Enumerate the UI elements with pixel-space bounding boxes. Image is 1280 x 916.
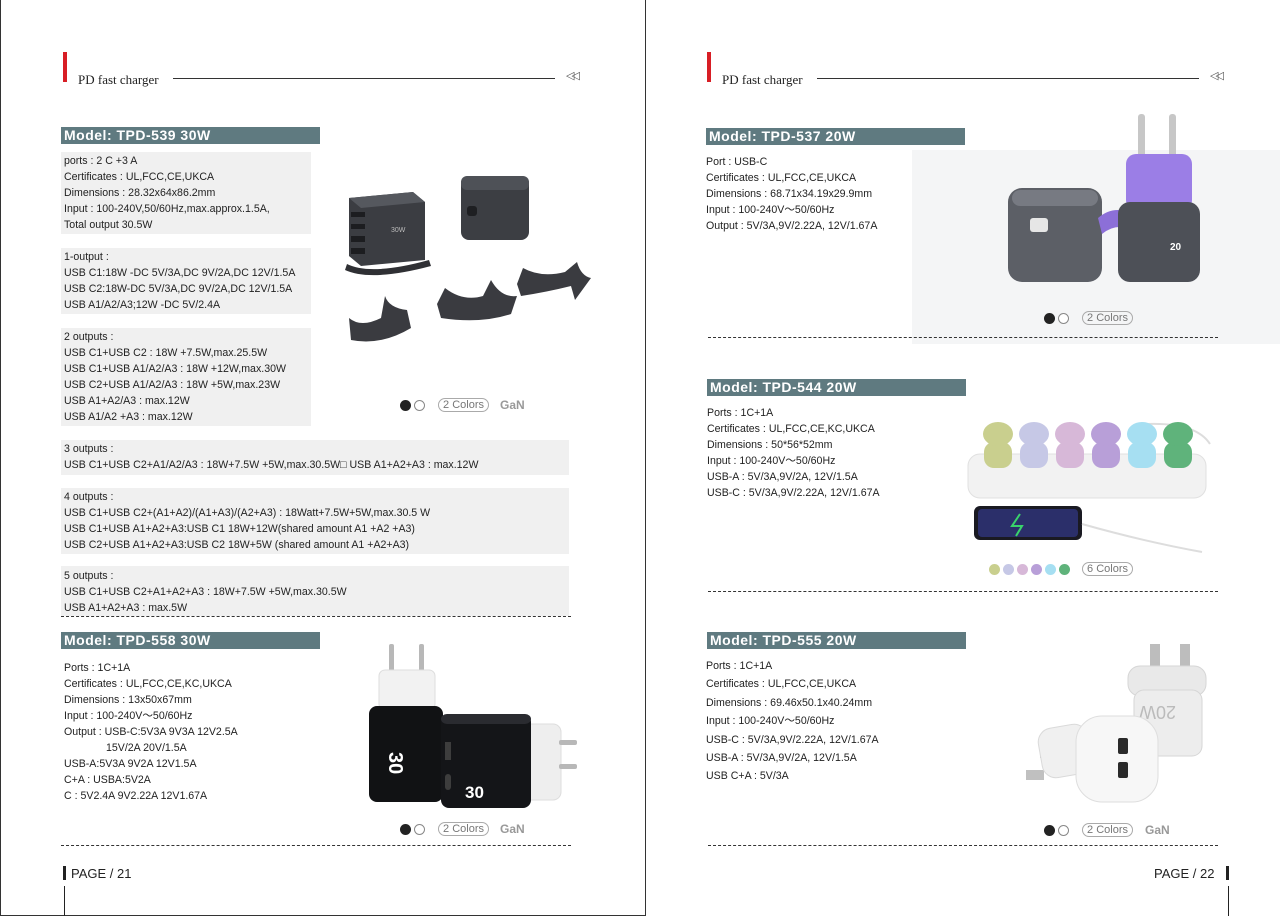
color-count-badge: 2 Colors xyxy=(438,822,489,836)
color-swatches-tpd-558 xyxy=(400,823,430,837)
gan-badge: GaN xyxy=(500,822,525,836)
swatch-white xyxy=(1058,313,1069,324)
bear-charger-body xyxy=(1164,442,1192,468)
bear-charger-head xyxy=(1127,422,1157,446)
swatch-green xyxy=(1059,564,1070,575)
model-title-tpd-537: Model: TPD-537 20W xyxy=(706,128,965,145)
swatch-white xyxy=(414,824,425,835)
product-image-tpd-537: 20 xyxy=(912,114,1280,344)
header-rule xyxy=(173,78,555,79)
model-title-tpd-555: Model: TPD-555 20W xyxy=(707,632,966,649)
bear-charger-body xyxy=(1128,442,1156,468)
double-arrow-left-icon: ◁◁ xyxy=(1210,70,1224,82)
spec-block-1-output: 1-output : USB C1:18W -DC 5V/3A,DC 9V/2A… xyxy=(64,251,296,311)
section-divider xyxy=(708,591,1218,592)
page-edge-line xyxy=(64,886,65,916)
product-image-tpd-539: 30W xyxy=(345,176,591,342)
spec-box-4-outputs xyxy=(61,488,569,554)
bear-charger-body xyxy=(984,442,1012,468)
section-header: PD fast charger ◁◁ xyxy=(63,52,593,87)
swatch-black xyxy=(1044,313,1055,324)
section-divider xyxy=(61,616,571,617)
display-20: 20 xyxy=(1170,242,1182,253)
product-image-tpd-558: 30 30 xyxy=(369,644,577,808)
product-image-tpd-544 xyxy=(967,422,1211,553)
color-count-badge: 6 Colors xyxy=(1082,562,1133,576)
bear-charger-head xyxy=(983,422,1013,446)
page-number-bar xyxy=(1226,866,1229,880)
header-accent-bar xyxy=(63,52,67,82)
bear-charger-head xyxy=(1091,422,1121,446)
spec-box-general xyxy=(61,152,311,234)
model-title-tpd-544: Model: TPD-544 20W xyxy=(707,379,966,396)
swatch-black xyxy=(1044,825,1055,836)
color-count-badge: 2 Colors xyxy=(1082,311,1133,325)
double-arrow-left-icon: ◁◁ xyxy=(566,70,580,82)
bear-charger-head xyxy=(1163,422,1193,446)
display-30-front: 30 xyxy=(465,783,484,802)
page-number-bar xyxy=(63,866,66,880)
swatch-purple xyxy=(1031,564,1042,575)
color-swatches-tpd-537 xyxy=(1044,312,1074,326)
section-divider xyxy=(61,845,571,846)
gan-badge: GaN xyxy=(500,398,525,412)
swatch-blue xyxy=(1045,564,1056,575)
swatch-lavender xyxy=(1003,564,1014,575)
spec-box-1-output xyxy=(61,248,311,314)
page-edge-line xyxy=(1228,886,1229,916)
section-header: PD fast charger ◁◁ xyxy=(707,52,1277,87)
spec-block-3-outputs: 3 outputs : USB C1+USB C2+A1/A2/A3 : 18W… xyxy=(64,443,479,471)
spec-block-tpd-537: Port : USB-C Certificates : UL,FCC,CE,UK… xyxy=(706,156,878,232)
header-accent-bar xyxy=(707,52,711,82)
spec-block-4-outputs: 4 outputs : USB C1+USB C2+(A1+A2)/(A1+A3… xyxy=(64,491,431,551)
page-number: PAGE / 21 xyxy=(71,866,132,881)
header-title: PD fast charger xyxy=(722,72,803,87)
header-title: PD fast charger xyxy=(78,72,159,87)
catalog-page-22: PD fast charger ◁◁ Model: TPD-537 20W Po… xyxy=(646,0,1280,916)
swatch-black xyxy=(400,400,411,411)
spec-block-general: ports : 2 C +3 A Certificates : UL,FCC,C… xyxy=(64,155,270,231)
hub-label: 30W xyxy=(391,227,406,234)
label-20w: 20W xyxy=(1139,702,1176,722)
model-title-tpd-558: Model: TPD-558 30W xyxy=(61,632,320,649)
model-title-tpd-539: Model: TPD-539 30W xyxy=(61,127,320,144)
color-count-badge: 2 Colors xyxy=(1082,823,1133,837)
header-rule xyxy=(817,78,1199,79)
color-count-badge: 2 Colors xyxy=(438,398,489,412)
spec-block-tpd-558: Ports : 1C+1A Certificates : UL,FCC,CE,K… xyxy=(64,662,238,802)
swatch-black xyxy=(400,824,411,835)
spec-box-5-outputs xyxy=(61,566,569,616)
section-divider xyxy=(708,337,1218,338)
color-swatches-tpd-544 xyxy=(989,563,1079,577)
spec-block-tpd-544: Ports : 1C+1A Certificates : UL,FCC,CE,K… xyxy=(707,407,880,499)
spec-block-5-outputs: 5 outputs : USB C1+USB C2+A1+A2+A3 : 18W… xyxy=(64,570,347,614)
color-swatches-tpd-555 xyxy=(1044,824,1074,838)
spec-box-3-outputs xyxy=(61,440,569,475)
spec-box-2-outputs xyxy=(61,328,311,426)
swatch-olive xyxy=(989,564,1000,575)
bear-charger-body xyxy=(1056,442,1084,468)
bear-charger-head xyxy=(1055,422,1085,446)
spec-block-tpd-555: Ports : 1C+1A Certificates : UL,FCC,CE,U… xyxy=(706,660,879,783)
bear-charger-body xyxy=(1092,442,1120,468)
swatch-white xyxy=(1058,825,1069,836)
swatch-white xyxy=(414,400,425,411)
swatch-pink xyxy=(1017,564,1028,575)
page-number: PAGE / 22 xyxy=(1154,866,1215,881)
display-30-back: 30 xyxy=(384,752,406,774)
color-swatches-tpd-539 xyxy=(400,399,430,413)
bear-charger-body xyxy=(1020,442,1048,468)
section-divider xyxy=(708,845,1218,846)
catalog-page-21: PD fast charger ◁◁ Model: TPD-539 30W po… xyxy=(0,0,646,916)
bear-charger-head xyxy=(1019,422,1049,446)
product-image-tpd-555: 20W xyxy=(1026,644,1207,803)
gan-badge: GaN xyxy=(1145,823,1170,837)
spec-block-2-outputs: 2 outputs : USB C1+USB C2 : 18W +7.5W,ma… xyxy=(64,331,286,423)
